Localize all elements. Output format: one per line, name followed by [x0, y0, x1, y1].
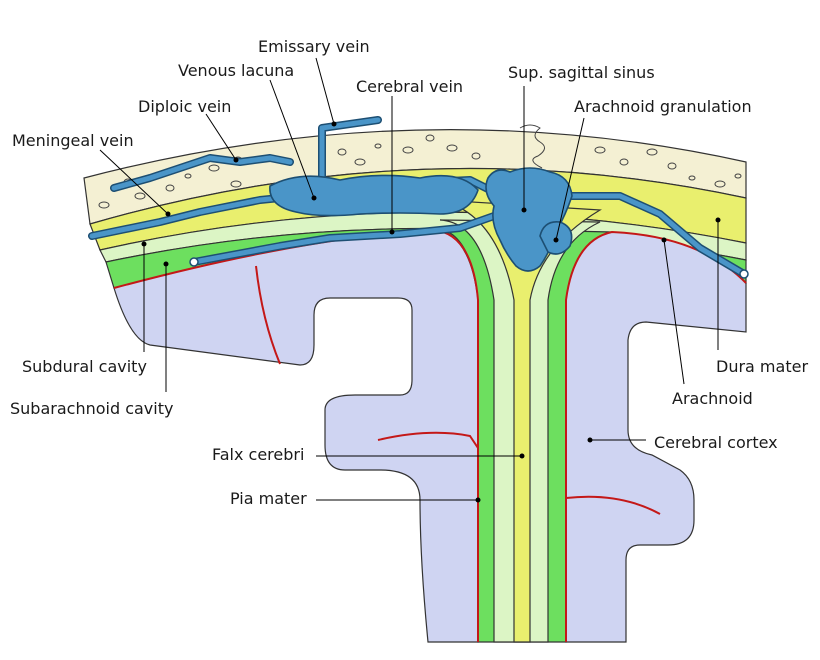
label-sup-sagittal-sinus: Sup. sagittal sinus [508, 63, 655, 82]
leader-lines [99, 57, 721, 503]
label-cerebral-cortex: Cerebral cortex [654, 433, 778, 452]
venous-network [88, 116, 749, 279]
label-arachnoid-granulation: Arachnoid granulation [574, 97, 752, 116]
label-subarachnoid-cavity: Subarachnoid cavity [10, 399, 173, 418]
label-meningeal-vein: Meningeal vein [12, 131, 134, 150]
label-emissary-vein: Emissary vein [258, 37, 370, 56]
label-pia-mater: Pia mater [230, 489, 307, 508]
label-diploic-vein: Diploic vein [138, 97, 231, 116]
label-dura-mater: Dura mater [716, 357, 808, 376]
label-subdural-cavity: Subdural cavity [22, 357, 147, 376]
sulcus-line-2 [377, 431, 479, 449]
left-hemisphere-cortex [113, 227, 479, 643]
label-arachnoid: Arachnoid [672, 389, 753, 408]
sulcus-line-3 [565, 495, 661, 515]
sulcus-line-1 [255, 265, 281, 365]
label-falx-cerebri: Falx cerebri [212, 445, 304, 464]
venous-lacuna-shape [269, 174, 479, 217]
label-cerebral-vein: Cerebral vein [356, 77, 463, 96]
bone-specks [98, 124, 742, 209]
label-venous-lacuna: Venous lacuna [178, 61, 294, 80]
